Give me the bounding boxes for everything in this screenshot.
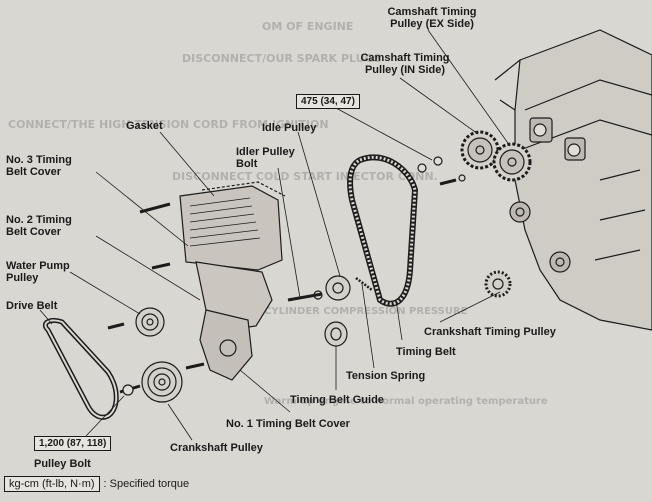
label-no3-timing-belt-cover: No. 3 Timing Belt Cover (6, 154, 72, 178)
crankshaft-timing-pulley (484, 270, 512, 298)
ghost-text: OM OF ENGINE (262, 20, 354, 33)
torque-spec-1200: 1,200 (87, 118) (34, 436, 112, 451)
label-tension-spring: Tension Spring (346, 370, 426, 382)
label-idle-pulley: Idle Pulley (262, 122, 317, 134)
tension-spring (355, 277, 373, 291)
label-no1-timing-belt-cover: No. 1 Timing Belt Cover (226, 418, 350, 430)
timing-belt-guide (324, 321, 348, 347)
label-camshaft-pulley-ex: Camshaft Timing Pulley (EX Side) (387, 6, 477, 30)
label-no2-timing-belt-cover: No. 2 Timing Belt Cover (6, 214, 72, 238)
label-idler-pulley-bolt: Idler Pulley Bolt (236, 146, 295, 170)
label-pulley-bolt: Pulley Bolt (34, 458, 91, 470)
label-camshaft-pulley-in: Camshaft Timing Pulley (IN Side) (360, 52, 450, 76)
ghost-text: CONNECT/THE HIGH TENSION CORD FROM IGNIT… (8, 118, 329, 131)
ghost-text: DISCONNECT COLD START INJECTOR CONN. (172, 170, 438, 183)
label-gasket: Gasket (126, 120, 163, 132)
ghost-text: Warm up engine to normal operating tempe… (264, 396, 548, 407)
engine-block (494, 29, 652, 331)
idler-pulley-bolt (287, 292, 323, 302)
timing-belt (347, 154, 419, 307)
no3-timing-belt-cover (179, 181, 286, 271)
camshaft-pulley-in (460, 130, 500, 170)
drive-belt (42, 317, 119, 420)
label-timing-belt-guide: Timing Belt Guide (290, 394, 384, 406)
crankshaft-pulley (141, 361, 183, 403)
idle-pulley (325, 275, 351, 301)
label-timing-belt: Timing Belt (396, 346, 456, 358)
water-pump-pulley (135, 307, 165, 337)
legend-unit-box: kg-cm (ft-lb, N·m) (4, 476, 100, 492)
torque-spec-475: 475 (34, 47) (296, 94, 360, 109)
no1-timing-belt-cover (199, 309, 253, 381)
legend-text: : Specified torque (103, 478, 190, 490)
label-drive-belt: Drive Belt (6, 300, 58, 312)
leader-lines (39, 29, 511, 441)
label-water-pump-pulley: Water Pump Pulley (6, 260, 70, 284)
ghost-text: DISCONNECT/OUR SPARK PLUGS (182, 52, 382, 65)
label-crankshaft-pulley: Crankshaft Pulley (170, 442, 263, 454)
legend: kg-cm (ft-lb, N·m) : Specified torque (4, 476, 189, 492)
label-crankshaft-timing-pulley: Crankshaft Timing Pulley (424, 326, 556, 338)
camshaft-pulley-ex (492, 142, 532, 182)
